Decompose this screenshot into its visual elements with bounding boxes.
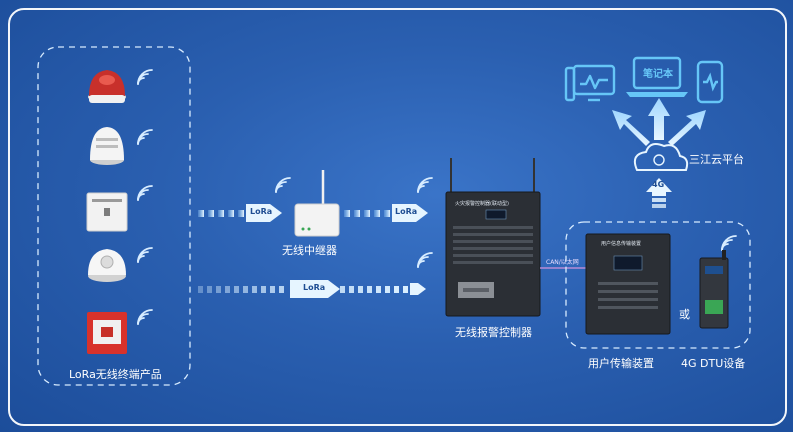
alarm-controller-icon (445, 158, 541, 317)
wifi-icon-group-terminals (137, 69, 737, 325)
wifi-icon (275, 177, 291, 193)
wifi-icon (417, 252, 433, 268)
monitor-icon (564, 64, 616, 102)
wifi-icon (137, 69, 153, 85)
terminal-group-label: LoRa无线终端产品 (69, 368, 162, 381)
transmitter-label: 用户传输装置 (588, 357, 654, 370)
link-label: CAN/以太网 (546, 259, 579, 266)
lora-tag: LoRa (395, 207, 418, 216)
phone-icon (696, 60, 724, 104)
transmitter-panel-text: 用户信息传输装置 (601, 241, 642, 247)
outer-frame (8, 8, 787, 426)
manual-call-point-icon (87, 312, 127, 354)
lora-tag: LoRa (250, 207, 273, 216)
laptop-tag: 笔记本 (643, 69, 673, 80)
wall-panel-icon (86, 192, 128, 232)
controller-label: 无线报警控制器 (455, 326, 532, 339)
heat-detector-icon (88, 249, 126, 282)
controller-panel-text: 火灾报警控制器(联动型) (455, 201, 509, 207)
wifi-icon (721, 235, 737, 251)
cloud-distribution-arrows (612, 98, 706, 146)
cloud-tag: 4G (652, 180, 665, 189)
cloud-icon (633, 143, 689, 171)
transmitter-group-box (565, 221, 751, 349)
dtu-label: 4G DTU设备 (681, 357, 746, 370)
or-label: 或 (679, 308, 690, 321)
terminal-group-box (37, 46, 191, 386)
upload-arrow (646, 178, 672, 208)
sound-alarm-icon (88, 70, 126, 103)
lora-arrow-to-repeater (198, 204, 282, 222)
lora-arrow-to-controller (344, 204, 428, 222)
wifi-icon (137, 309, 153, 325)
user-transmission-device-icon (585, 233, 671, 335)
repeater-label: 无线中继器 (282, 244, 337, 257)
laptop-icon (626, 56, 688, 97)
wifi-icon (417, 177, 433, 193)
lora-tag: LoRa (303, 283, 326, 292)
wifi-icon (137, 185, 153, 201)
wireless-repeater-icon (294, 170, 340, 237)
dtu-device-icon (699, 250, 729, 329)
wifi-icon (137, 247, 153, 263)
lora-arrow-direct (198, 280, 426, 298)
smoke-detector-icon (90, 127, 124, 165)
wifi-icon (137, 129, 153, 145)
cloud-label: 三江云平台 (689, 153, 744, 166)
